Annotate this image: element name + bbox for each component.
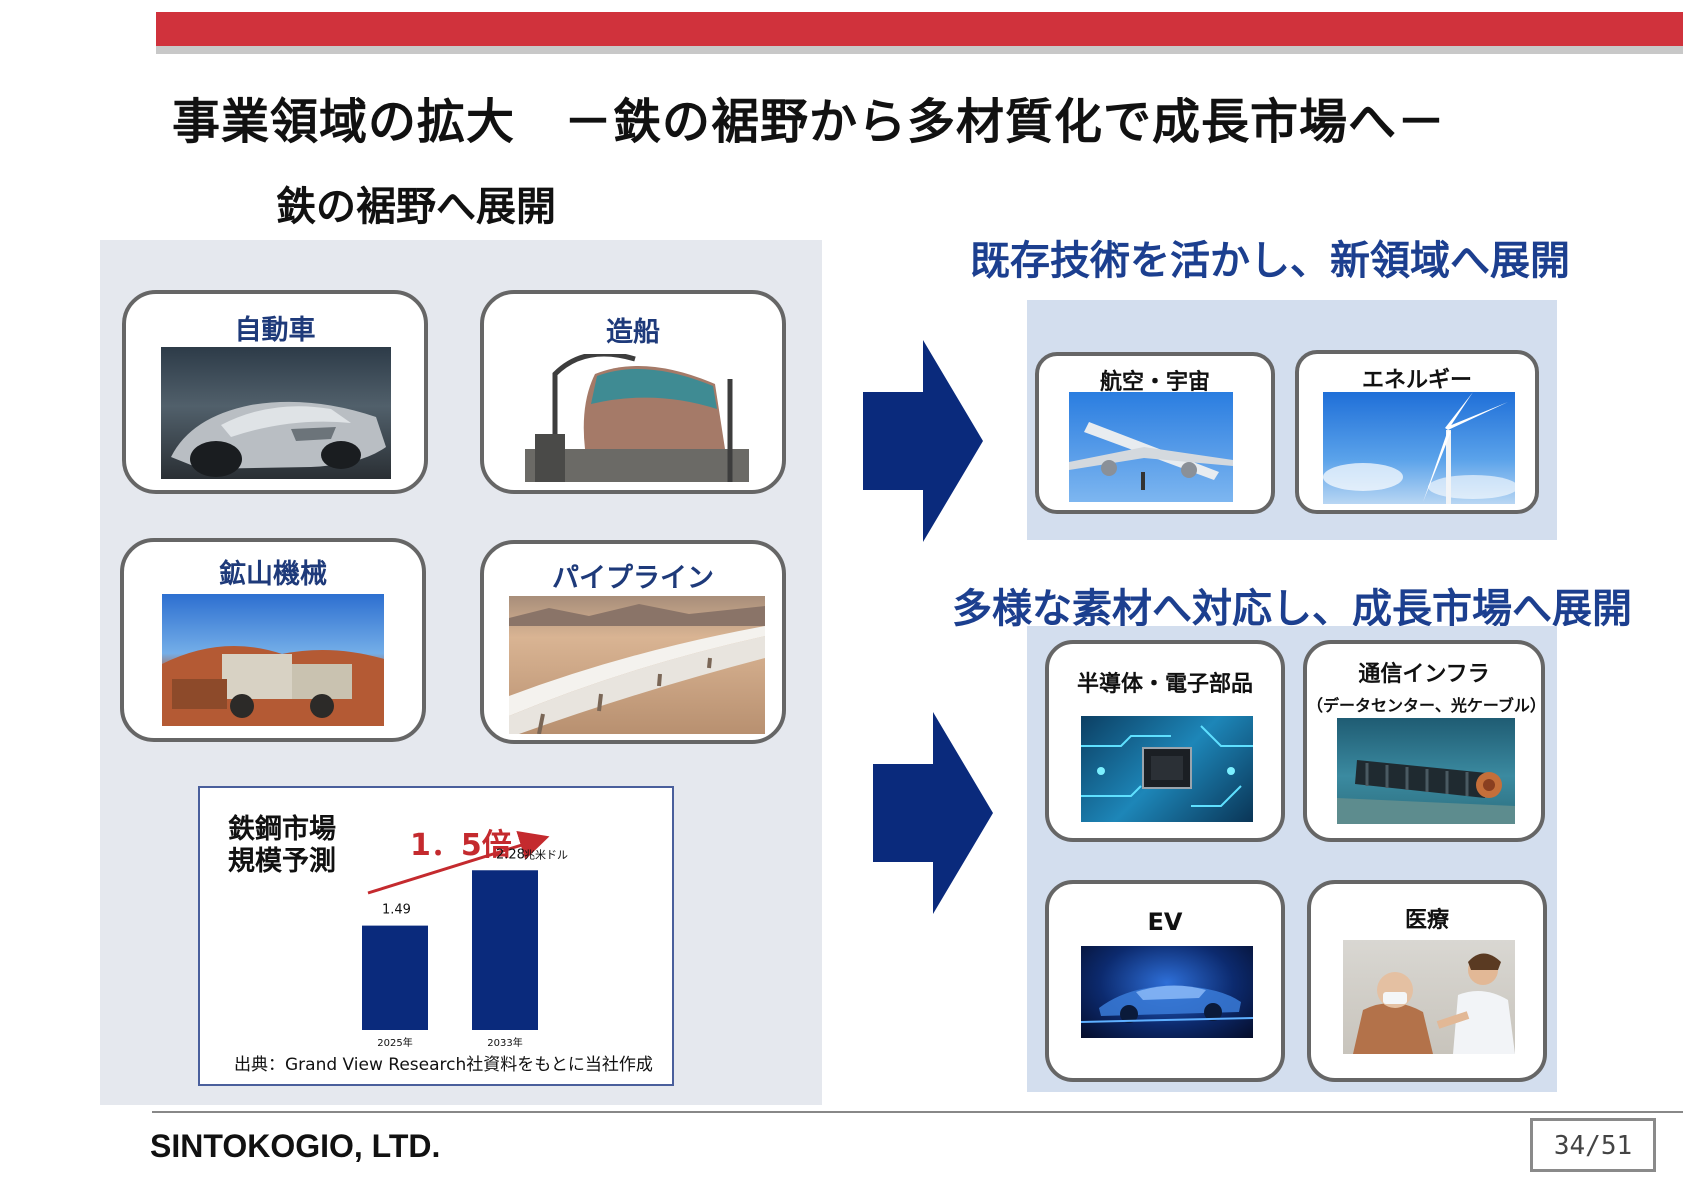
- card-aerospace: 航空・宇宙: [1035, 352, 1275, 514]
- card-medical: 医療: [1307, 880, 1547, 1082]
- card-label: EV: [1147, 908, 1183, 936]
- card-label: 鉱山機械: [219, 559, 327, 590]
- category-label: 2033年: [487, 1036, 522, 1049]
- header-accent-shadow: [156, 46, 1683, 54]
- medical-photo: [1343, 940, 1515, 1054]
- undersea-cable-photo: [1337, 718, 1515, 824]
- card-label: パイプライン: [552, 563, 714, 594]
- circuit-board-photo: [1081, 716, 1253, 822]
- card-label: 通信インフラ: [1358, 662, 1490, 687]
- mining-photo: [162, 594, 384, 726]
- left-section-heading: 鉄の裾野へ展開: [276, 184, 556, 230]
- card-ev: EV: [1045, 880, 1285, 1082]
- ev-car-photo: [1081, 946, 1253, 1038]
- market-chart-svg: 1.49 2025年 2.28 2033年 兆米ドル: [362, 831, 568, 1049]
- card-pipeline: パイプライン: [480, 540, 786, 744]
- company-name: SINTOKOGIO, LTD.: [150, 1128, 441, 1164]
- unit-label: 兆米ドル: [524, 848, 568, 861]
- right-bottom-panel: 半導体・電子部品 通信インフラ （データセンター、光ケーブル） EV: [1027, 626, 1557, 1092]
- card-semiconductor: 半導体・電子部品: [1045, 640, 1285, 842]
- right-arrow-icon: [873, 712, 993, 914]
- card-label: 自動車: [234, 315, 316, 346]
- right-top-panel: 航空・宇宙 エネルギー: [1027, 300, 1557, 540]
- card-label: 造船: [606, 317, 660, 348]
- bar-value-label: 2.28: [496, 847, 525, 862]
- footer-divider: [152, 1111, 1683, 1113]
- car-photo: [161, 347, 391, 479]
- bar-2033年: [472, 870, 538, 1030]
- card-label: エネルギー: [1361, 368, 1472, 393]
- category-label: 2025年: [377, 1036, 412, 1049]
- card-telecom: 通信インフラ （データセンター、光ケーブル）: [1303, 640, 1546, 842]
- growth-arrow: [367, 831, 550, 895]
- chart-source: 出典：Grand View Research社資料をもとに当社作成: [234, 1055, 653, 1075]
- page-title: 事業領域の拡大 －鉄の裾野から多材質化で成長市場へ－: [172, 94, 1447, 150]
- pipeline-photo: [509, 596, 765, 734]
- wind-turbine-photo: [1323, 392, 1515, 504]
- card-automobile: 自動車: [122, 290, 428, 494]
- right-top-heading: 既存技術を活かし、新領域へ展開: [970, 238, 1570, 284]
- card-sublabel: （データセンター、光ケーブル）: [1307, 696, 1546, 715]
- card-label: 医療: [1404, 908, 1449, 933]
- bar-value-label: 1.49: [382, 903, 411, 918]
- left-panel: 自動車 造船 鉱山機械: [100, 240, 822, 1105]
- ship-photo: [525, 354, 749, 482]
- card-shipbuilding: 造船: [480, 290, 786, 494]
- right-arrow-icon: [863, 340, 983, 542]
- bar-2025年: [362, 925, 428, 1030]
- card-energy: エネルギー: [1295, 350, 1539, 514]
- card-label: 航空・宇宙: [1099, 370, 1210, 395]
- market-chart-box: 鉄鋼市場 規模予測 1．5倍 1.49 2025年 2.28 2033年 兆米ドル 出典…: [198, 786, 674, 1086]
- card-label: 半導体・電子部品: [1076, 672, 1253, 697]
- chart-heading-line2: 規模予測: [228, 846, 336, 877]
- chart-heading-line1: 鉄鋼市場: [228, 814, 336, 845]
- airplane-photo: [1069, 392, 1233, 502]
- header-accent-bar: [156, 12, 1683, 46]
- page-number: 34/51: [1530, 1118, 1656, 1172]
- growth-label: 1．5倍: [410, 828, 512, 863]
- chart-heading: 鉄鋼市場 規模予測: [228, 814, 336, 878]
- card-mining: 鉱山機械: [120, 538, 426, 742]
- right-bottom-heading: 多様な素材へ対応し、成長市場へ展開: [952, 586, 1632, 632]
